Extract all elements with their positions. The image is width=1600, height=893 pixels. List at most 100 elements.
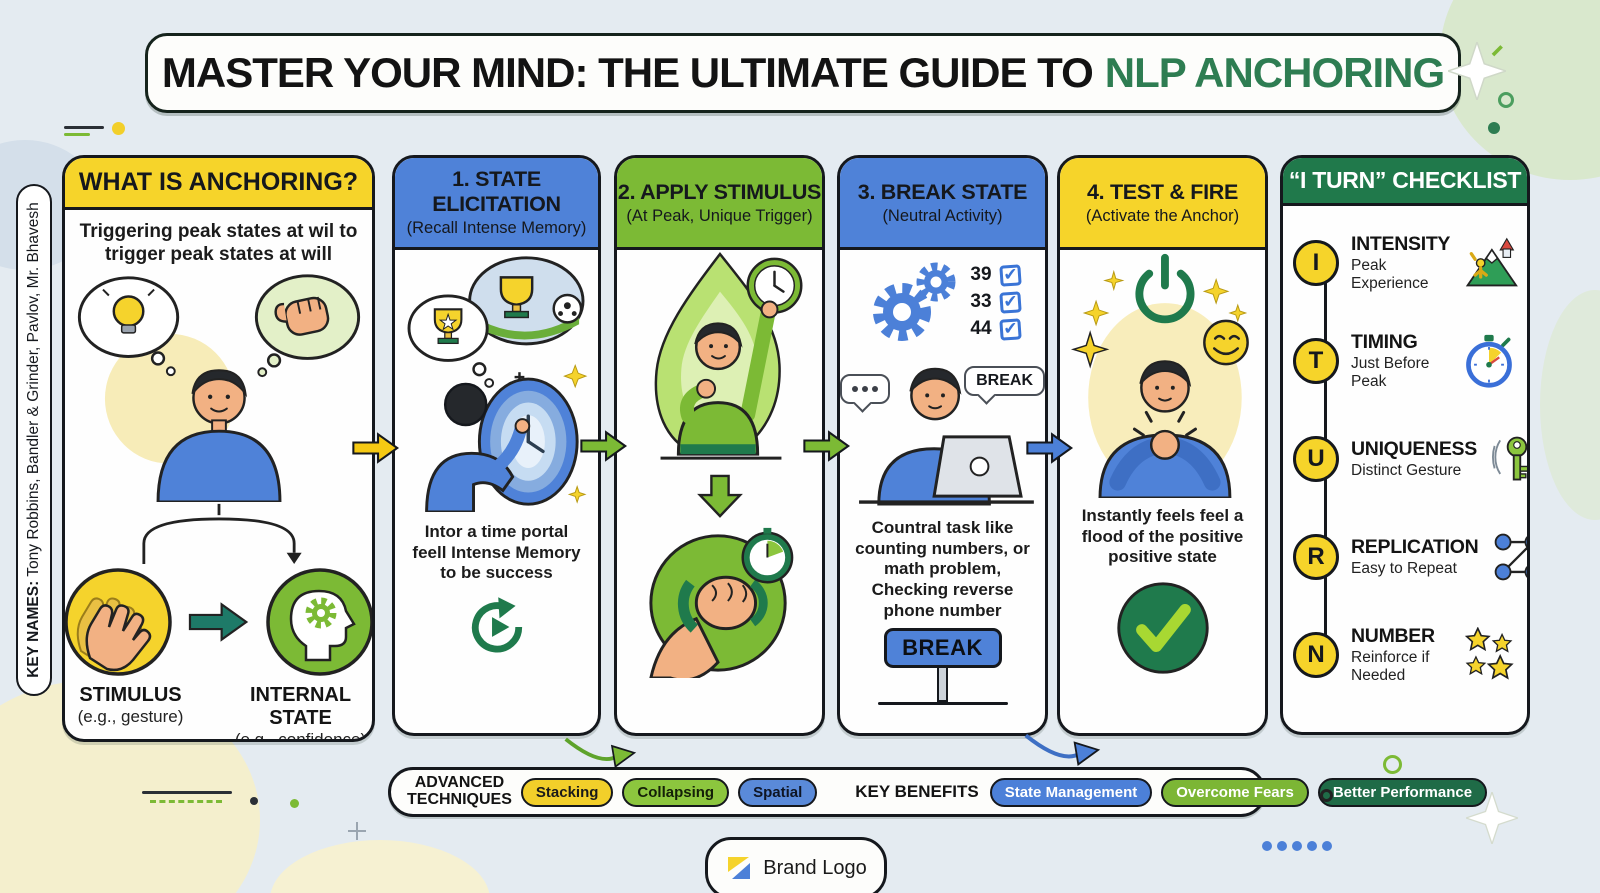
mountain-climber-icon: [1465, 237, 1519, 287]
decor-blob-green-2: [1540, 290, 1600, 520]
mind-gear-icon: [265, 568, 372, 677]
key-benefits-label: KEY BENEFITS: [855, 782, 979, 801]
fist-squeeze-illustration: [648, 527, 793, 678]
decor-line-bottom: [142, 791, 232, 794]
flame-man-illustration: [654, 251, 803, 460]
letter-badge: I: [1293, 240, 1339, 286]
flow-arrow-1-icon: [352, 432, 400, 464]
panel-iturn-checklist: “I TURN” CHECKLIST I INTENSITY Peak Expe…: [1280, 155, 1530, 735]
decor-dot-green: [1488, 122, 1500, 134]
decor-line: [64, 126, 104, 129]
laptop-man-scene: BREAK: [840, 348, 1045, 506]
decor-dots-blue: [1262, 841, 1332, 851]
decor-dash-green: [150, 800, 222, 803]
typing-dots-bubble: [840, 374, 890, 404]
panel-step1-state-elicitation: 1. STATE ELICITATION (Recall Intense Mem…: [392, 155, 601, 736]
crosshair-icon: [348, 822, 366, 840]
internal-state-label: INTERNAL STATE (e.g., confidence): [234, 684, 367, 742]
break-bubble: BREAK: [964, 366, 1045, 396]
checklist-item-intensity: I INTENSITY Peak Experience: [1293, 214, 1519, 312]
key-names-tab: KEY NAMES: Tony Robbins, Bandler & Grind…: [16, 184, 52, 696]
step2-header: 2. APPLY STIMULUS (At Peak, Unique Trigg…: [617, 158, 822, 250]
checkbox-icon: [998, 290, 1022, 314]
flow-arrow-2-icon: [580, 430, 628, 462]
brand-logo-icon: [728, 857, 751, 879]
panel-step3-break-state: 3. BREAK STATE (Neutral Activity) 39: [837, 155, 1048, 736]
decor-dot-green-2: [290, 799, 299, 808]
pattern-dots-icon: [1495, 533, 1527, 581]
clapping-hands-icon: [65, 568, 172, 677]
panel-step2-apply-stimulus: 2. APPLY STIMULUS (At Peak, Unique Trigg…: [614, 155, 825, 736]
panel-step4-test-fire: 4. TEST & FIRE (Activate the Anchor): [1057, 155, 1268, 736]
anchored-state-illustration: [1070, 253, 1249, 498]
memory-portal-illustration: [407, 256, 588, 512]
fingerprint-key-icon: [1492, 436, 1527, 481]
count-row: 33: [970, 290, 1022, 314]
break-sign-post: [937, 667, 948, 702]
count-row: 39: [970, 263, 1022, 287]
brand-logo-label: Brand Logo: [763, 856, 867, 879]
flow-arrow-3-icon: [803, 430, 851, 462]
advanced-techniques-label: ADVANCED TECHNIQUES: [407, 774, 512, 808]
checklist-item-timing: T TIMING Just Before Peak: [1293, 312, 1517, 410]
pill-better-performance: Better Performance: [1317, 777, 1488, 807]
pill-state-management: State Management: [989, 777, 1153, 807]
panel-what-is-anchoring: WHAT IS ANCHORING? Triggering peak state…: [62, 155, 375, 742]
checklist-item-number: N NUMBER Reinforce if Needed: [1293, 606, 1517, 704]
step1-description: Intor a time portal feell Intense Memory…: [412, 522, 581, 583]
title-highlight: NLP ANCHORING: [1104, 49, 1445, 96]
step3-description: Countral task like counting numbers, or …: [855, 518, 1030, 620]
step4-header: 4. TEST & FIRE (Activate the Anchor): [1060, 158, 1265, 250]
curve-arrow-blue-icon: [1024, 733, 1101, 766]
checklist-item-replication: R REPLICATION Easy to Repeat: [1293, 508, 1527, 606]
decor-ring-green-2: [1383, 755, 1402, 774]
brand-pill: Brand Logo: [705, 837, 887, 893]
pill-overcome-fears: Overcome Fears: [1161, 777, 1309, 807]
counting-checklist: 39 33 44: [970, 263, 1022, 341]
decor-blob-yellow-2: [270, 840, 490, 893]
sparkle-icon: [1448, 42, 1506, 100]
title-text: MASTER YOUR MIND: THE ULTIMATE GUIDE TO: [161, 49, 1094, 96]
sparkle-icon-2: [1466, 792, 1518, 844]
decor-ring-dark: [1320, 789, 1333, 802]
break-sign-text: BREAK: [883, 627, 1002, 668]
step3-header: 3. BREAK STATE (Neutral Activity): [840, 158, 1045, 250]
gears-icon: [873, 262, 956, 341]
teal-arrow-icon: [188, 602, 248, 643]
flow-arrow-4-icon: [1026, 432, 1074, 464]
count-row: 44: [970, 317, 1022, 341]
pill-collapsing: Collapsing: [622, 777, 730, 807]
letter-badge: N: [1293, 632, 1339, 678]
anchoring-figure-illustration: [77, 274, 360, 503]
intro-description: Triggering peak states at wil to trigger…: [79, 221, 358, 266]
letter-badge: T: [1293, 338, 1339, 384]
curve-arrow-green-icon: [564, 737, 637, 769]
letter-badge: R: [1293, 534, 1339, 580]
step1-header: 1. STATE ELICITATION (Recall Intense Mem…: [395, 158, 598, 250]
replay-icon: [471, 597, 522, 653]
letter-badge: U: [1293, 436, 1339, 482]
title-banner: MASTER YOUR MIND: THE ULTIMATE GUIDE TO …: [145, 33, 1461, 113]
stopwatch-icon: [1466, 334, 1512, 388]
break-sign-base: [877, 701, 1008, 706]
decor-dot-yellow: [112, 122, 125, 135]
key-names-text: KEY NAMES: Tony Robbins, Bandler & Grind…: [25, 202, 43, 678]
checklist-header: “I TURN” CHECKLIST: [1283, 158, 1527, 206]
decor-ring-green: [1498, 92, 1514, 108]
break-sign: BREAK: [877, 627, 1008, 706]
decor-dot-dark: [250, 797, 258, 805]
key-names-bold: KEY NAMES:: [25, 580, 42, 678]
decor-line-green: [64, 133, 90, 136]
pill-stacking: Stacking: [520, 777, 614, 807]
step4-description: Instantly feels feel a flood of the posi…: [1081, 506, 1244, 567]
down-arrow-icon: [696, 474, 743, 518]
key-names-rest: Tony Robbins, Bandler & Grinder, Pavlov,…: [25, 202, 42, 581]
stars-icon: [1464, 627, 1514, 680]
pill-spatial: Spatial: [738, 777, 818, 807]
man-laptop-illustration: [859, 367, 1034, 506]
branch-lines: [141, 504, 302, 565]
checklist-item-uniqueness: U UNIQUENESS Distinct Gesture: [1293, 410, 1527, 508]
panel-intro-header: WHAT IS ANCHORING?: [65, 158, 372, 210]
success-check-icon: [1116, 582, 1209, 674]
